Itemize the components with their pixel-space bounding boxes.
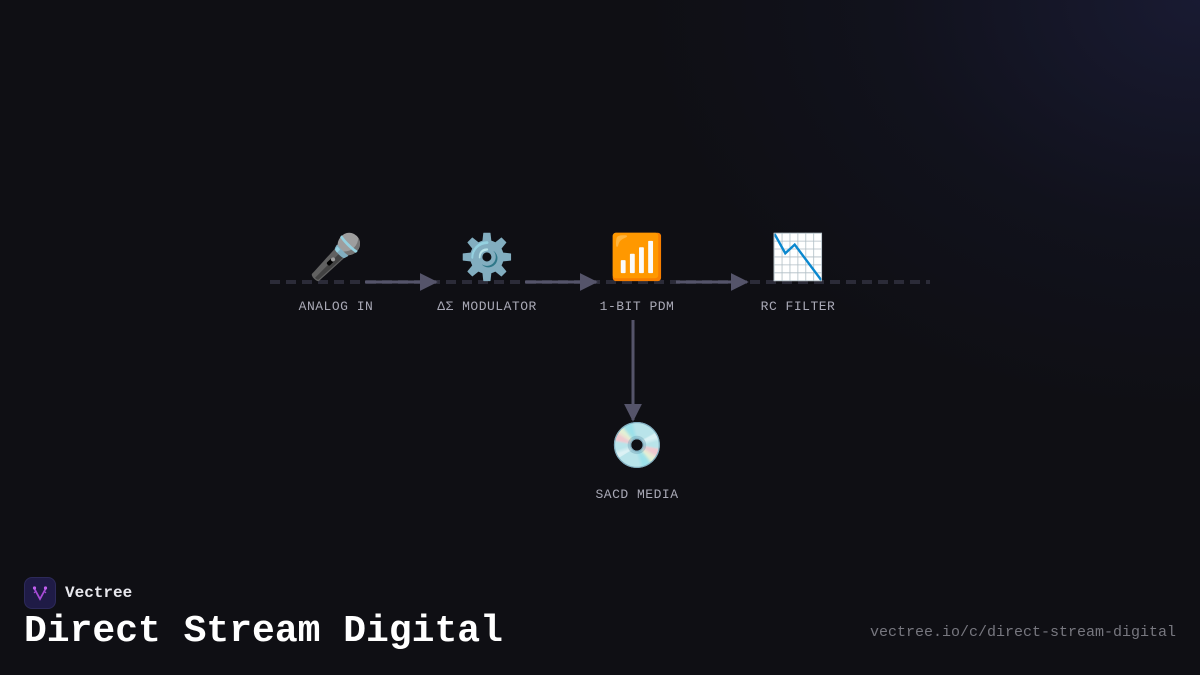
node-label: RC FILTER [760,299,836,314]
microphone-icon: 🎤 [308,232,364,283]
gear-icon: ⚙️ [459,232,515,283]
chart-decreasing-icon: 📉 [770,232,826,283]
page-url[interactable]: vectree.io/c/direct-stream-digital [869,624,1176,641]
optical-disc-icon: 💿 [609,420,665,471]
node-label: ΔΣ MODULATOR [437,299,537,314]
node-label: 1-BIT PDM [599,299,675,314]
signal-bars-icon: 📶 [609,232,665,283]
page-title: Direct Stream Digital [24,610,503,653]
brand[interactable]: Vectree [24,577,132,609]
vectree-logo-icon [24,577,56,609]
node-label: SACD MEDIA [595,487,679,502]
diagram-edges [270,273,930,422]
brand-name: Vectree [65,584,133,602]
node-label: ANALOG IN [298,299,374,314]
signal-flow-diagram: 🎤 ANALOG IN ⚙️ ΔΣ MODULATOR 📶 1-BIT PDM … [270,232,930,502]
